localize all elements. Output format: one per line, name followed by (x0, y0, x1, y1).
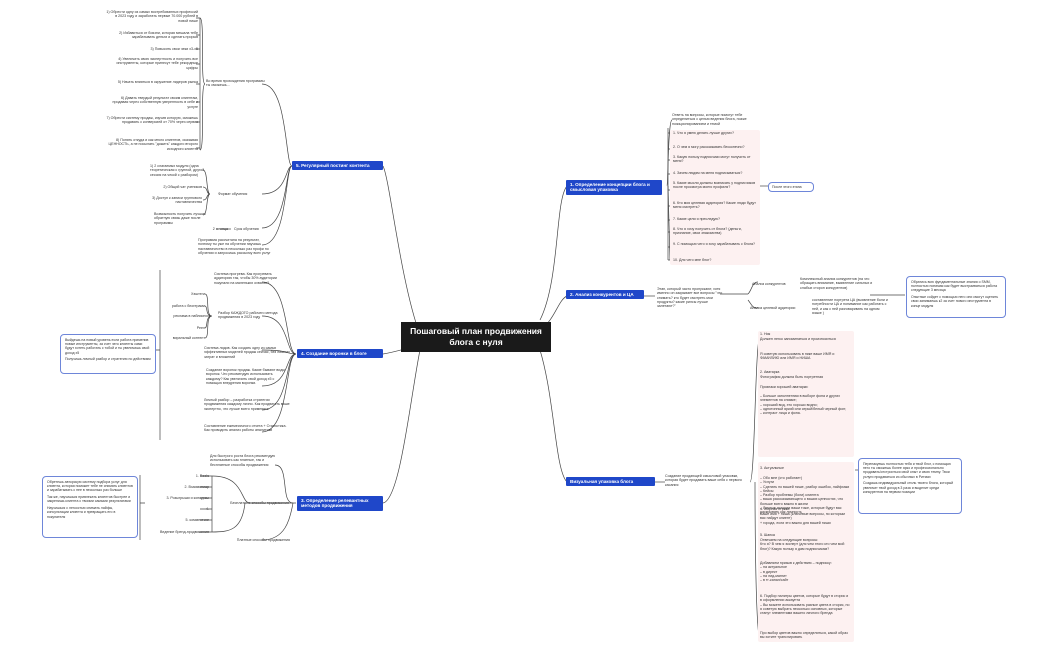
branch-concept[interactable]: 1. Определение концепции блога и смыслов… (566, 180, 662, 195)
branch-visual[interactable]: Визуальная упаковка блога (566, 477, 655, 487)
b4-note: Выйдешь на новый уровень если работа при… (60, 334, 156, 374)
b6-text: Ваше имя + ниша (ключевые вопросы, по ко… (760, 512, 845, 525)
b1-question: 8. Что я хочу получить от блога? (деньги… (673, 227, 742, 236)
b2-intro: Этап, который часто пропускают, хотя име… (657, 287, 723, 309)
b6-text: 6. Подбор палитры цветов, которые будут … (760, 594, 850, 616)
b3-free-item: Ведение бренд-продвижения (160, 530, 209, 534)
b5-item: 4) Увеличить свою экспертность и получит… (116, 57, 199, 70)
b5-format-item: 1) 2 слагаемых модуля (одна теоретическа… (150, 164, 205, 177)
b5-item: 1) Обрести одну из самых востребованных … (106, 10, 198, 23)
b6-text: Добавляем призыв к действию – подписку: … (760, 561, 832, 583)
b1-question: 7. Какие цели я преследую? (673, 217, 720, 221)
b1-question: 10. Для чего мне блог? (673, 258, 712, 262)
b2-audience-text: составление портрета ЦА (выявление боли … (812, 298, 888, 315)
branch-promotion-methods[interactable]: 3. Определение релевантных методов продв… (297, 496, 383, 511)
b3-free-item: 2. Взаимопиар (184, 485, 209, 489)
connector (382, 349, 421, 504)
b3-free-item: 4. (206, 507, 209, 511)
b6-text: Признаки хорошей аватарки: (760, 385, 809, 389)
b5-item: 3) Повысить свои чеки х3-х5 (150, 47, 199, 51)
b6-text: Отвечаем на следующие вопросы: Кто я? В … (760, 538, 845, 551)
b3-free-item: 5. комментинг (185, 518, 209, 522)
b3-note: Обретешь авторскую систему подбора услуг… (42, 476, 138, 538)
b5-group-label: Во время прохождения программы ты сможеш… (206, 79, 265, 88)
b5-duration-value: 2 месяца (212, 227, 228, 231)
b4-channel: работа с блогерами (171, 304, 205, 308)
b2-competitors-label: Анализ конкурентов (752, 282, 786, 286)
b1-question: 2. О чем я могу рассказывать бесконечно? (673, 145, 745, 149)
b1-question: 4. Зачем людям на меня подписываться? (673, 171, 743, 175)
b3-paid-label: Платные способы продвижения (236, 538, 290, 542)
b5-format-item: 3) Доступ к записи группового наставниче… (152, 196, 202, 205)
b5-format-item: Возможность получить лучших обратную свя… (154, 212, 206, 225)
central-topic[interactable]: Пошаговый план продвижения блога с нуля (401, 322, 551, 352)
b4-method: Система лидов. Как создать одну из самых… (204, 346, 290, 359)
b6-text: Я советую использовать в нике ваше ИМЯ и… (760, 352, 835, 361)
b1-intro: Ответь на вопросы, которые помогут тебе … (672, 113, 747, 126)
b2-competitors-text: Комплексный анализ конкурентов (на что о… (800, 277, 873, 290)
b5-duration-label: Срок обучения (234, 227, 259, 231)
b1-questions-panel (670, 130, 760, 265)
b6-text: 2. Аватарка (760, 370, 780, 374)
b1-question: 1. Что я умею делать лучше других? (673, 131, 734, 135)
branch-posting[interactable]: 5. Регулярный постинг контента (292, 161, 383, 171)
connector (539, 185, 568, 321)
b3-free-item: 3. Розыгрыши и конкурсы (166, 496, 209, 500)
b1-note: После этого этапа (768, 182, 814, 192)
b6-text: 1. Ник (760, 332, 771, 336)
b6-text: 4. Жирная строка (760, 507, 790, 511)
b6-text: 5. Шапка (760, 533, 775, 537)
b3-free-label: Бесплатные способы продвижения (230, 501, 289, 505)
b1-question: 6. Кто моя целевая аудитория? Какие люди… (673, 201, 756, 210)
branch-competitors[interactable]: 2. Анализ конкурентов и ЦА (566, 290, 644, 300)
b3-free-item: 1. Reels (195, 474, 209, 478)
b1-question: 5. Какие мысли должны возникать у подпис… (673, 181, 756, 190)
b6-text: Должен легко запоминаться и произноситьс… (760, 337, 836, 341)
b5-format-label: Формат обучения (218, 192, 248, 196)
connector (382, 165, 421, 336)
b6-text: 3. Актуальные (760, 466, 784, 470)
b5-format-item: 2) Общий чат учеников (163, 185, 202, 189)
b3-intro: Для быстрого роста блога рекомендую испо… (210, 454, 276, 467)
connector (666, 119, 673, 187)
b5-result: Программа рассчитана на результат, поэто… (198, 238, 271, 255)
b4-method: Личный разбор – разработка стратегии про… (204, 398, 290, 411)
b2-note: Обратись всю фундаментальные знания о SM… (906, 276, 1006, 318)
connector (539, 349, 568, 483)
b4-channel: виральный контент (172, 336, 205, 340)
b4-method: Разбор КАЖДОГО рабочего метода продвижен… (218, 311, 278, 320)
b4-method: Создание воронок продаж. Какие бывают ви… (206, 368, 286, 385)
b5-item: 6) Давать твердый результат своим клиент… (112, 96, 198, 109)
b5-item: 2) Избавиться от боязни, которая мешала … (119, 31, 198, 40)
b6-panel-2 (758, 462, 854, 642)
b6-note: Перепакуешь полностью тебя и твой блог, … (858, 458, 962, 514)
b6-panel-1 (758, 331, 854, 457)
b4-channel: реклама в паблике (173, 314, 205, 318)
branch-funnel[interactable]: 4. Создание воронки в блоге (297, 349, 383, 359)
b4-channel: Реел (196, 326, 205, 330)
b4-method: Составление ежемесячного отчета + Статис… (204, 424, 287, 433)
b4-channel: Хэштеги (190, 292, 205, 296)
b5-item: 5) Начать влияться в окружение лидеров р… (117, 80, 198, 84)
b5-item: 7) Обрести систему продаж, изучив котору… (106, 116, 198, 125)
b6-text: – Обо мне (кто работает) – Услуги – Сдел… (760, 476, 850, 515)
b6-text: Про выбор цветов важно определиться, как… (760, 631, 848, 640)
b2-audience-label: Анализ целевой аудитории (750, 306, 796, 310)
b1-question: 3. Какую пользу подписчики могут получит… (673, 155, 751, 164)
b6-text: Фотография должна быть портретная (760, 375, 824, 379)
b5-item: 8) Понять откуда и как много клиентов, о… (108, 138, 198, 151)
b4-method: Система прогрева. Как прогревать аудитор… (214, 272, 277, 285)
b6-intro: Создание продающей смысловой упаковки, к… (665, 474, 742, 487)
b1-question: 9. С помощью чего я хочу зарабатывать с … (673, 242, 756, 246)
b6-text: – Больше заполненная в выборе фона и дру… (760, 394, 847, 416)
